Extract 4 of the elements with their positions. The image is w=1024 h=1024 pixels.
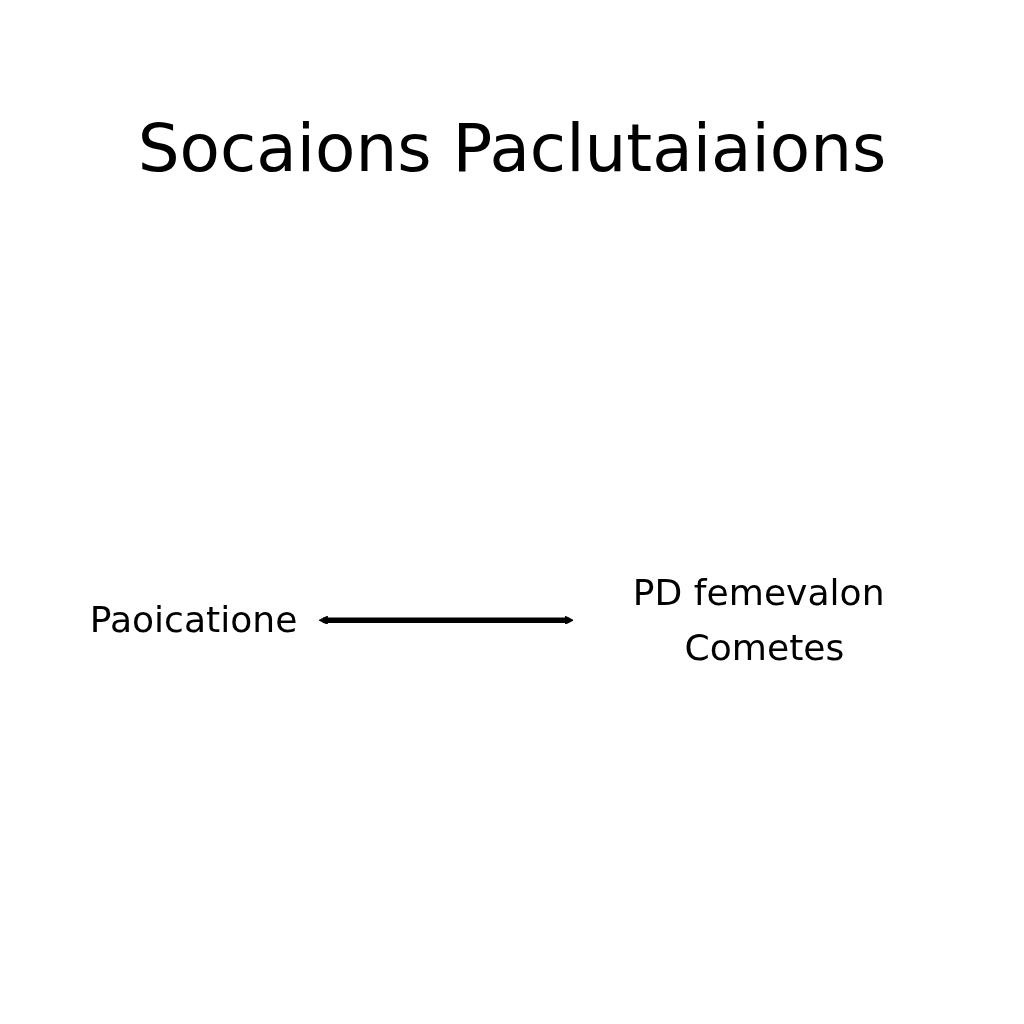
arrow	[318, 615, 574, 625]
node-label: Paoicatione	[89, 598, 298, 641]
diagram-title: Socaions Paclutaiaions	[137, 110, 887, 187]
node-label: PD femevalon Cometes	[632, 571, 885, 668]
